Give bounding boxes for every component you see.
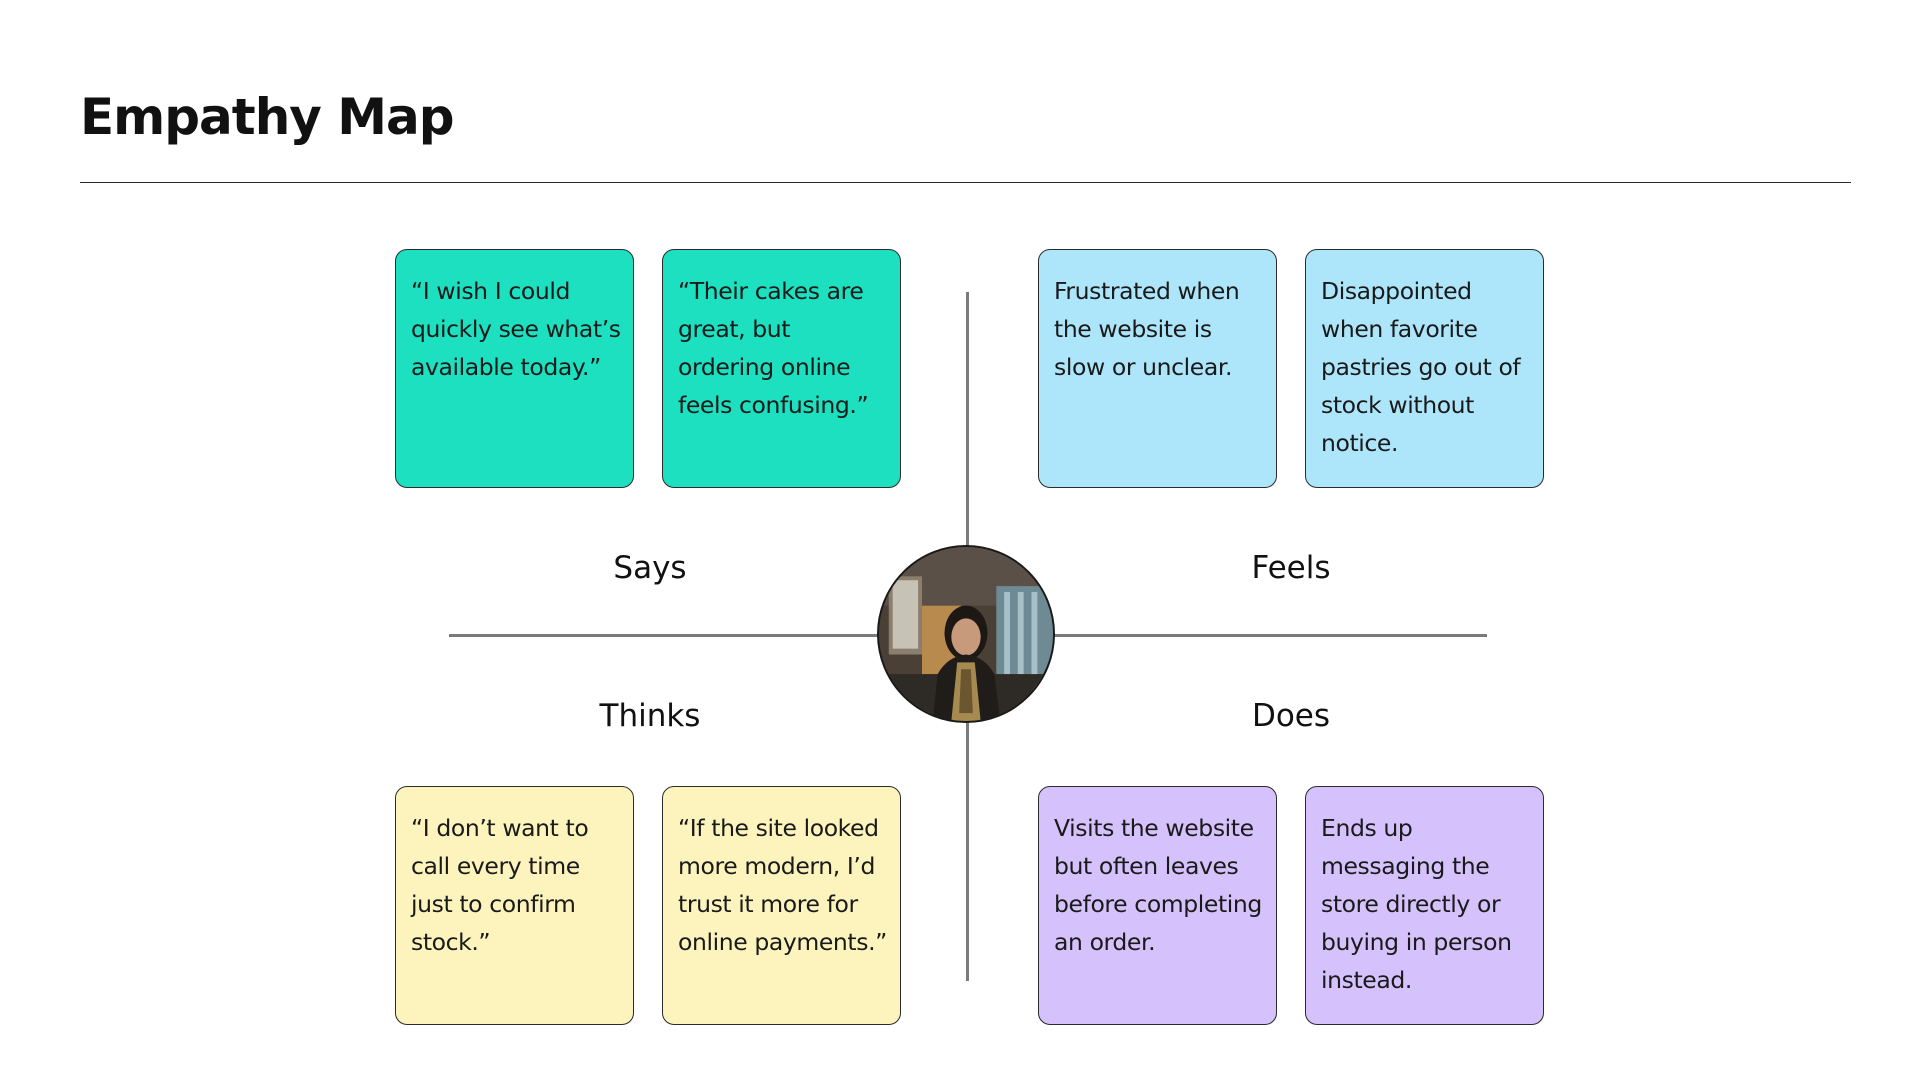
- feels-card-1: Frustrated when the website is slow or u…: [1038, 249, 1277, 488]
- says-label: Says: [613, 550, 687, 586]
- title-divider: [80, 182, 1851, 183]
- does-card-2: Ends up messaging the store directly or …: [1305, 786, 1544, 1025]
- page-title: Empathy Map: [80, 88, 455, 146]
- says-card-1: “I wish I could quickly see what’s avail…: [395, 249, 634, 488]
- persona-photo-icon: [879, 547, 1053, 721]
- says-card-2: “Their cakes are great, but ordering onl…: [662, 249, 901, 488]
- feels-card-2: Disappointed when favorite pastries go o…: [1305, 249, 1544, 488]
- thinks-card-1: “I don’t want to call every time just to…: [395, 786, 634, 1025]
- feels-label: Feels: [1251, 550, 1331, 586]
- thinks-label: Thinks: [599, 698, 701, 734]
- thinks-card-2: “If the site looked more modern, I’d tru…: [662, 786, 901, 1025]
- does-label: Does: [1251, 698, 1331, 734]
- does-card-1: Visits the website but often leaves befo…: [1038, 786, 1277, 1025]
- persona-avatar: [877, 545, 1055, 723]
